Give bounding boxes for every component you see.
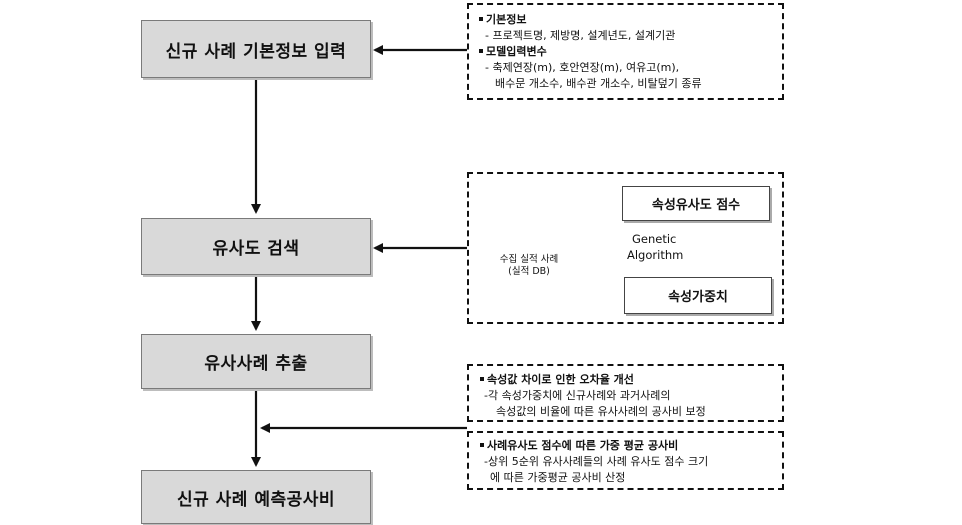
database-label: 수집 실적 사례 (실적 DB) bbox=[476, 254, 582, 278]
note-error-line: 속성값의 비율에 따른 유사사례의 공사비 보정 bbox=[496, 405, 706, 418]
step-similarity-search-label: 유사도 검색 bbox=[212, 239, 300, 259]
bullet-icon bbox=[480, 443, 484, 447]
database-label-line: 수집 실적 사례 bbox=[499, 254, 559, 265]
step-basic-info-input: 신규 사례 기본정보 입력 bbox=[141, 20, 371, 78]
genetic-algorithm-line: Genetic bbox=[632, 232, 677, 246]
database-label-line: (실적 DB) bbox=[508, 266, 550, 277]
attribute-weight-label: 속성가중치 bbox=[668, 290, 728, 305]
note-basic-line: - 프로젝트명, 제방명, 설계년도, 설계기관 bbox=[485, 29, 676, 42]
note-model-line: - 축제연장(m), 호안연장(m), 여유고(m), bbox=[485, 61, 680, 74]
note-weighted-average: 사례유사도 점수에 따른 가중 평균 공사비 -상위 5순위 유사사례들의 사례… bbox=[467, 431, 784, 490]
bullet-icon bbox=[479, 17, 483, 21]
step-similarity-search: 유사도 검색 bbox=[141, 218, 371, 275]
note-error-heading: 속성값 차이로 인한 오차율 개선 bbox=[487, 373, 634, 386]
note-weighted-line: 에 따른 가중평균 공사비 산정 bbox=[490, 471, 626, 484]
note-error-rate: 속성값 차이로 인한 오차율 개선 -각 속성가중치에 신규사례와 과거사례의 … bbox=[467, 364, 784, 422]
note-weighted-heading: 사례유사도 점수에 따른 가중 평균 공사비 bbox=[487, 439, 679, 452]
note-model-line: 배수문 개소수, 배수관 개소수, 비탈덮기 종류 bbox=[495, 77, 702, 90]
attribute-similarity-score-label: 속성유사도 점수 bbox=[651, 198, 741, 213]
attribute-similarity-score-box: 속성유사도 점수 bbox=[622, 186, 770, 221]
step-similar-case-extraction: 유사사례 추출 bbox=[141, 334, 371, 389]
step-basic-info-input-label: 신규 사례 기본정보 입력 bbox=[165, 41, 347, 62]
note-error-line: -각 속성가중치에 신규사례와 과거사례의 bbox=[484, 389, 671, 402]
step-predicted-cost-label: 신규 사례 예측공사비 bbox=[176, 489, 336, 510]
genetic-algorithm-label: Genetic Algorithm bbox=[627, 231, 697, 263]
bullet-icon bbox=[479, 49, 483, 53]
genetic-algorithm-line: Algorithm bbox=[627, 248, 684, 262]
note-weighted-line: -상위 5순위 유사사례들의 사례 유사도 점수 크기 bbox=[484, 455, 709, 468]
step-similar-case-extraction-label: 유사사례 추출 bbox=[204, 354, 308, 374]
note-basic-info: 기본정보 - 프로젝트명, 제방명, 설계년도, 설계기관 모델입력변수 - 축… bbox=[467, 3, 784, 100]
step-predicted-cost: 신규 사례 예측공사비 bbox=[141, 470, 371, 524]
note-basic-heading: 기본정보 bbox=[486, 13, 527, 26]
bullet-icon bbox=[480, 377, 484, 381]
attribute-weight-box: 속성가중치 bbox=[624, 277, 772, 314]
note-model-heading: 모델입력변수 bbox=[486, 45, 547, 58]
